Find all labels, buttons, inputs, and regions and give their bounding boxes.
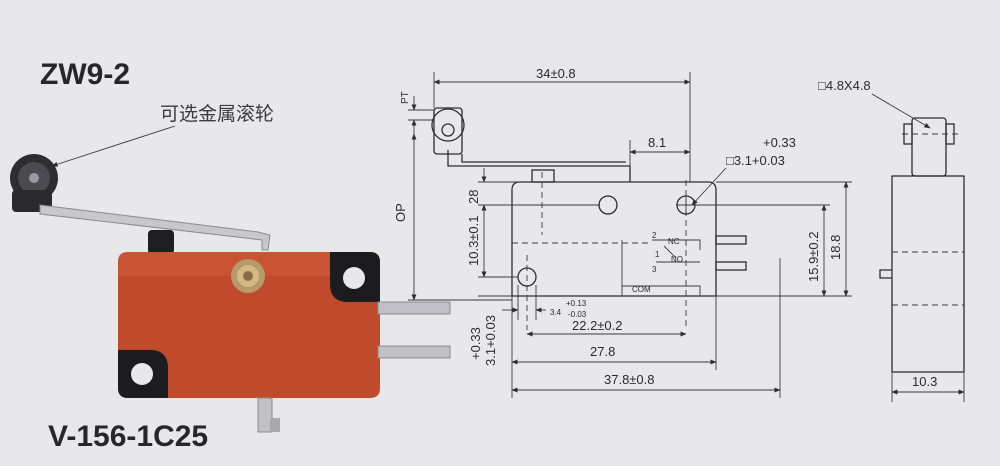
left-hole-tol: +0.33	[468, 327, 483, 360]
dim-slot-tol-plus: +0.13	[566, 299, 587, 308]
plunger-button	[148, 230, 174, 254]
dim-body-total-label: 37.8±0.8	[604, 372, 655, 387]
dim-hole-span-label: 22.2±0.2	[572, 318, 623, 333]
part-number: V-156-1C25	[48, 420, 208, 453]
dim-height-total-label: 18.8	[828, 235, 843, 260]
front-view-drawing	[431, 107, 747, 330]
dim-slot-tol-minus: -0.03	[568, 310, 587, 319]
pin-3: 3	[652, 265, 657, 274]
dim-side-width-label: 10.3	[912, 374, 937, 389]
switch-body	[118, 252, 380, 398]
terminal-middle	[377, 345, 451, 359]
roller-note: 可选金属滚轮	[160, 103, 274, 125]
mount-hole-right	[343, 267, 365, 289]
model-code: ZW9-2	[40, 58, 130, 91]
dim-op-label: OP	[393, 203, 408, 222]
dim-top-offset-label: 28	[466, 190, 481, 204]
lever-arm	[39, 204, 271, 251]
dim-lever-length-label: 34±0.8	[536, 66, 576, 81]
side-view-drawing	[879, 117, 965, 373]
dim-plunger-label: □4.8X4.8	[818, 78, 871, 93]
side-body-outline	[891, 175, 965, 373]
left-hole-label: 3.1+0.03	[483, 315, 498, 366]
dim-pt-label: PT	[400, 91, 411, 104]
terminal-upper	[377, 301, 451, 315]
dim-lever-offset-label: 8.1	[648, 135, 666, 150]
mount-hole-label: □3.1+0.03	[726, 153, 785, 168]
lever-outline	[447, 150, 631, 182]
dim-hole-vertical-label: 10.3±0.1	[466, 215, 481, 266]
pin-2: 2	[652, 231, 657, 240]
switch-photo	[10, 154, 451, 433]
roller-note-arrow	[51, 125, 176, 167]
terminal-no: NO	[671, 255, 683, 264]
terminal-bottom	[257, 397, 273, 433]
mount-hole-tol: +0.33	[763, 135, 796, 150]
dim-slot-label: 3.4	[550, 308, 562, 317]
terminal-nc: NC	[668, 237, 680, 246]
pin-1: 1	[655, 250, 660, 259]
terminal-com: COM	[632, 285, 651, 294]
mount-hole-left	[131, 363, 153, 385]
dim-body-inner-label: 27.8	[590, 344, 615, 359]
dim-height-inner-label: 15.9±0.2	[806, 231, 821, 282]
